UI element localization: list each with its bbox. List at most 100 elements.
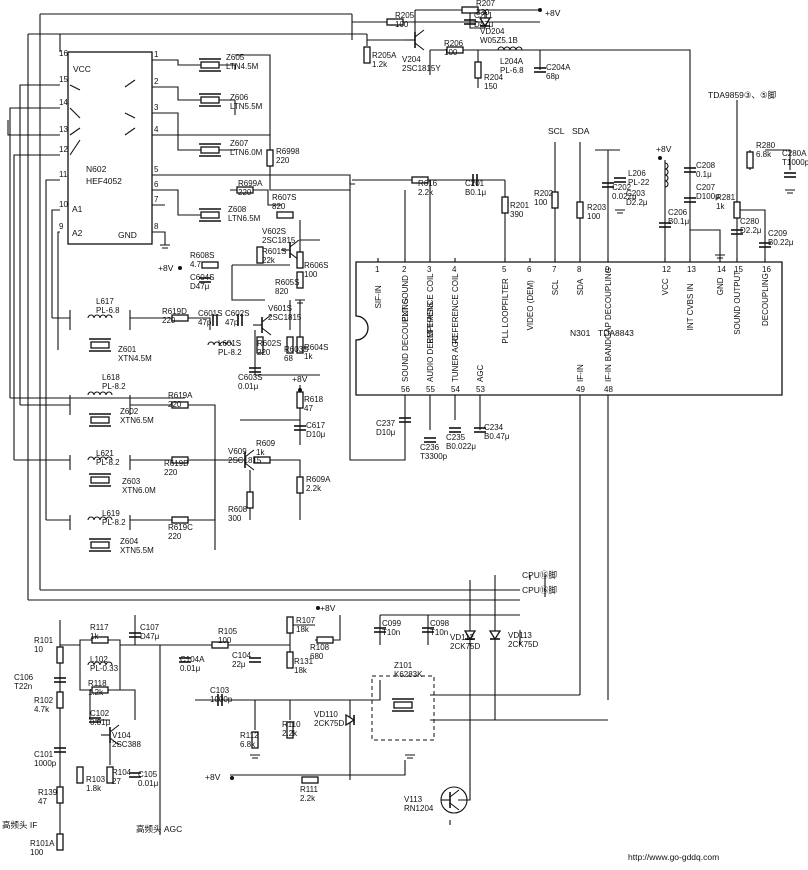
label-z602-value: XTN6.5M: [120, 416, 154, 425]
n602-pin-5: 5: [154, 165, 159, 174]
label-c201-value: B0.1μ: [465, 188, 486, 197]
component-labels: R207330R205100C211D47μVD204W05Z5.1BR205A…: [14, 0, 808, 857]
n301-pin-49: 49: [576, 385, 585, 394]
label-r131-value: 18k: [294, 666, 308, 675]
n602-gnd: GND: [118, 230, 137, 240]
part-c207: [684, 197, 696, 203]
label-r117-ref: R117: [90, 623, 109, 632]
part-r131: [286, 651, 294, 669]
label-c280-ref: C280: [740, 217, 760, 226]
label-c211-ref: C211: [474, 11, 493, 20]
part-r699a: [236, 186, 254, 194]
part-c211: [464, 19, 476, 25]
n602-pin-15: 15: [59, 75, 68, 84]
part-r203: [576, 201, 584, 219]
n301-pin-54: 54: [451, 385, 460, 394]
net-scl: SCL: [548, 126, 565, 136]
label-r609a-ref: R609A: [306, 475, 331, 484]
label-r204-ref: R204: [484, 73, 504, 82]
part-c235: [449, 427, 461, 433]
label-z606-value: LTN5.5M: [230, 102, 263, 111]
label-r206-ref: R206: [444, 39, 464, 48]
wiring: [7, 9, 791, 842]
part-z602: [89, 413, 111, 427]
net-cpu16: CPU⑯脚: [522, 585, 557, 595]
label-c099-value: T10n: [382, 628, 400, 637]
label-c104a-value: 0.01μ: [180, 664, 201, 673]
part-c103: [217, 694, 223, 706]
label-r104-value: 27: [112, 777, 121, 786]
label-r619d-ref: R619D: [162, 307, 187, 316]
part-c236: [424, 437, 436, 443]
part-c204a: [534, 67, 546, 73]
n301-pin-3-name: REFERENCE COIL: [426, 273, 435, 344]
label-c604s-value: D47μ: [190, 282, 210, 291]
label-c202-ref: C202: [612, 183, 632, 192]
label-l621-value: PL-8.2: [96, 458, 120, 467]
net-plus8v-r618: +8V: [292, 374, 308, 384]
label-z605-ref: Z605: [226, 53, 245, 62]
part-r112: [251, 731, 259, 749]
label-r616-value: 2.2k: [418, 188, 434, 197]
label-c603s-ref: C603S: [238, 373, 262, 382]
net-plus8v-bottom: +8V: [205, 772, 221, 782]
label-r608s-value: 4.7: [190, 260, 202, 269]
n602-pin-8: 8: [154, 222, 159, 231]
part-r603s: [286, 336, 294, 354]
label-r110-value: 2.2k: [282, 729, 298, 738]
label-r207-ref: R207: [476, 0, 496, 8]
n301-pin-4-name: REFERENCE COIL: [451, 273, 460, 344]
label-r608s-ref: R608S: [190, 251, 214, 260]
label-c104a-ref: C104A: [180, 655, 205, 664]
net-cpu15: CPU⑮脚: [522, 570, 557, 580]
label-z608-value: LTN6.5M: [228, 214, 261, 223]
part-r204: [474, 61, 482, 79]
n301-pin-16-name: DECOUPLING: [761, 273, 770, 326]
net-tuner-agc: 高频头 AGC: [136, 824, 182, 834]
part-v601s: [253, 314, 272, 336]
n301-pin-14: 14: [717, 265, 726, 274]
label-r112-ref: R112: [240, 731, 259, 740]
label-r108-value: 680: [310, 652, 324, 661]
label-r118-value: 1.2k: [88, 688, 104, 697]
n602-pin-12: 12: [59, 145, 68, 154]
label-c602s-ref: C602S: [225, 309, 249, 318]
label-r603s-value: 68: [284, 354, 293, 363]
label-vd113-value: 2CK75D: [508, 640, 538, 649]
label-l619-ref: L619: [102, 509, 120, 518]
part-c604s: [199, 277, 211, 283]
n301-pin-2: 2: [402, 265, 407, 274]
part-l102: [87, 661, 113, 666]
n301-pin-9: 9: [605, 265, 610, 274]
part-r609a: [296, 476, 304, 494]
label-r205-value: 100: [395, 20, 409, 29]
n301-pin-56-name: SOUND DECOUPLING: [401, 298, 410, 382]
label-c209-ref: C209: [768, 229, 788, 238]
label-z608-ref: Z608: [228, 205, 247, 214]
part-l621: [87, 456, 113, 461]
label-r103-ref: R103: [86, 775, 106, 784]
part-r281: [733, 201, 741, 219]
part-r602s: [256, 336, 264, 354]
label-l204a-ref: L204A: [500, 57, 524, 66]
n301-pin-16: 16: [762, 265, 771, 274]
net-plus8v-right: +8V: [656, 144, 672, 154]
label-r102-value: 4.7k: [34, 705, 50, 714]
label-r139-value: 47: [38, 797, 47, 806]
label-c203-value: D2.2μ: [626, 198, 648, 207]
label-r604s-value: 1k: [304, 352, 313, 361]
n301-ref: N301: [570, 328, 591, 338]
label-l618-ref: L618: [102, 373, 120, 382]
part-z603: [89, 473, 111, 487]
label-vd112-value: 2CK75D: [450, 642, 480, 651]
part-z607: [199, 143, 221, 157]
part-vd204: [478, 17, 492, 28]
label-l206-value: PL-22: [628, 178, 650, 187]
n301-pin-12: 12: [662, 265, 671, 274]
label-r608-ref: R608: [228, 505, 248, 514]
label-r131-ref: R131: [294, 657, 314, 666]
label-c617-ref: C617: [306, 421, 326, 430]
part-r110: [286, 721, 294, 739]
part-r619a: [171, 401, 189, 409]
